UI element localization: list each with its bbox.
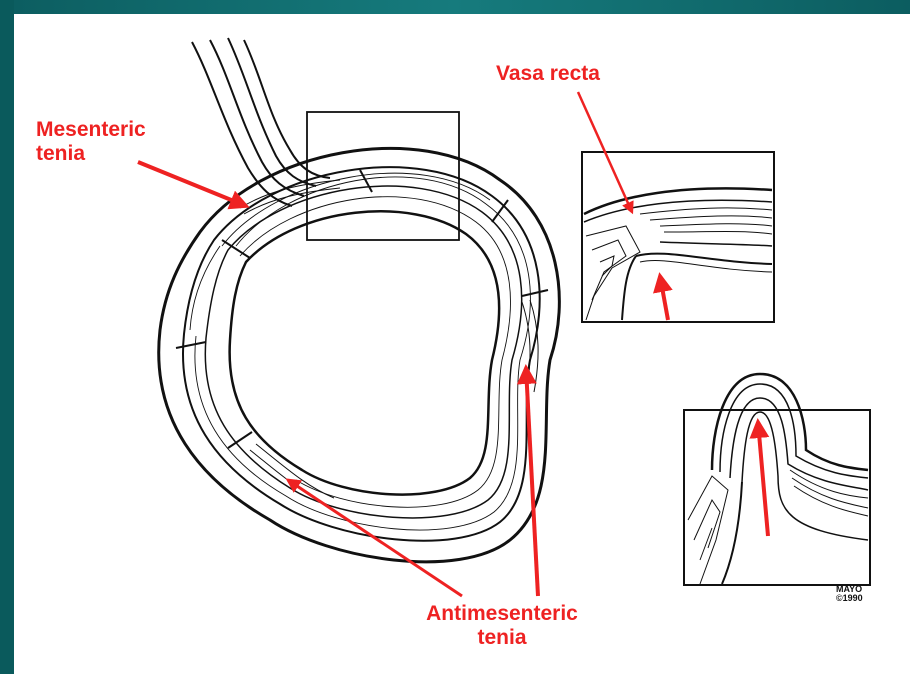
muscularis-layer xyxy=(183,167,540,541)
antimesenteric-label-line1: Antimesenteric xyxy=(410,602,594,626)
mayo-watermark-line2: ©1990 xyxy=(836,594,863,603)
detail-box xyxy=(307,112,459,240)
antimesenteric-arrow-left xyxy=(288,480,462,596)
mesenteric-arrow xyxy=(138,162,246,206)
mesenteric-label-line2: tenia xyxy=(36,142,146,166)
detail-inset-upper xyxy=(582,152,774,322)
antimesenteric-tenia-label: Antimesenteric tenia xyxy=(410,602,594,650)
mesenteric-tenia-label: Mesenteric tenia xyxy=(36,118,146,166)
colon-cross-section xyxy=(159,148,560,561)
mucosa-lumen xyxy=(230,211,499,494)
antimesenteric-arrow-right xyxy=(526,368,538,596)
antimesenteric-label-line2: tenia xyxy=(410,626,594,650)
submucosa-layer xyxy=(205,186,521,518)
vasa-recta-label: Vasa recta xyxy=(496,62,600,86)
detail-inset-lower xyxy=(684,374,870,585)
mesenteric-label-line1: Mesenteric xyxy=(36,118,146,142)
mayo-watermark: MAYO ©1990 xyxy=(836,585,863,603)
